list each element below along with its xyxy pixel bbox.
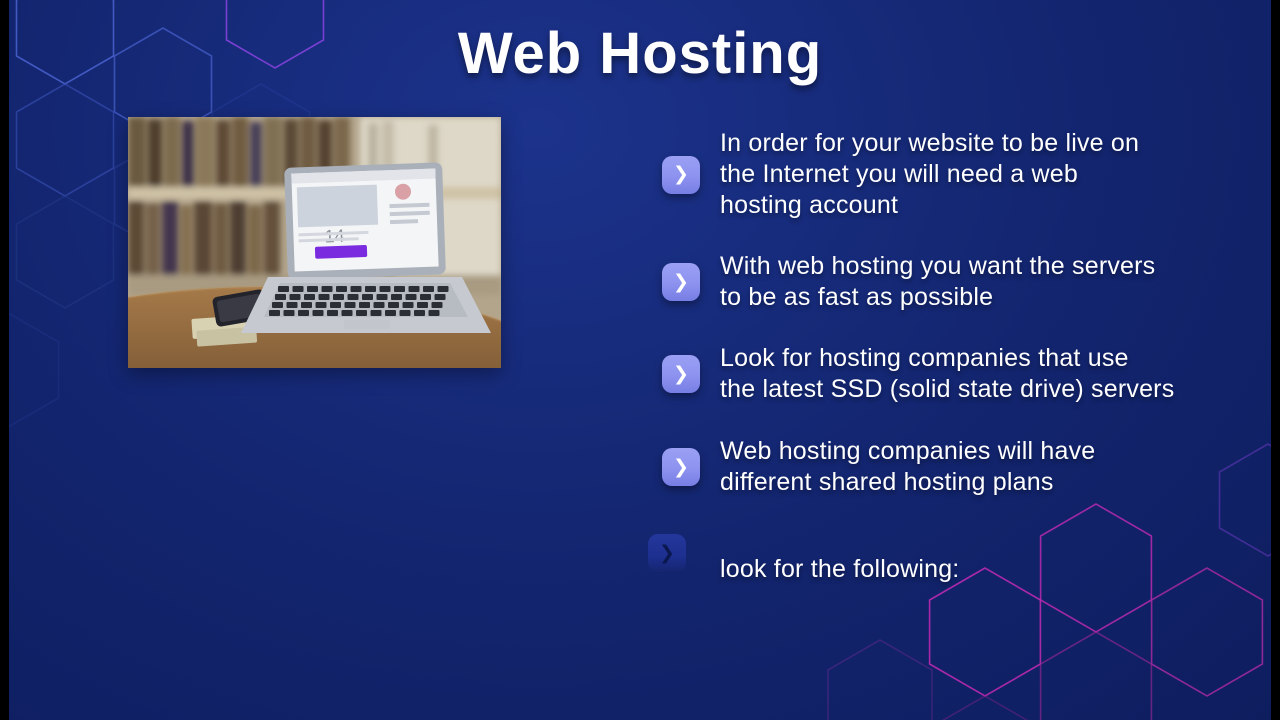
laptop-screen-number: 14 xyxy=(324,226,345,247)
right-black-bar xyxy=(1271,0,1280,720)
laptop-illustration: 14 xyxy=(241,162,491,333)
bullet-text: Web hosting companies will have differen… xyxy=(720,437,1096,496)
bullet-text: With web hosting you want the servers to… xyxy=(720,252,1156,311)
list-item: ❯ In order for your website to be live o… xyxy=(662,128,1227,221)
chevron-icon: ❯ xyxy=(662,355,700,393)
slide-title: Web Hosting xyxy=(457,21,823,86)
bullet-text: In order for your website to be live on … xyxy=(720,129,1140,219)
laptop-photo-illustration: 14 xyxy=(128,117,501,368)
chevron-icon: ❯ xyxy=(662,263,700,301)
bullet-text: look for the following: xyxy=(720,555,960,583)
laptop-photo: 14 xyxy=(128,117,501,368)
list-item: ❯ look for the following: xyxy=(648,534,1227,585)
bullet-text: Look for hosting companies that use the … xyxy=(720,344,1175,403)
list-item: ❯ With web hosting you want the servers … xyxy=(662,251,1227,313)
chevron-icon: ❯ xyxy=(662,448,700,486)
list-item: ❯ Look for hosting companies that use th… xyxy=(662,343,1227,405)
left-black-bar xyxy=(0,0,9,720)
bullet-list: ❯ In order for your website to be live o… xyxy=(648,128,1227,585)
chevron-icon: ❯ xyxy=(662,155,700,194)
chevron-icon-dim: ❯ xyxy=(648,534,686,572)
list-item: ❯ Web hosting companies will have differ… xyxy=(662,436,1227,498)
